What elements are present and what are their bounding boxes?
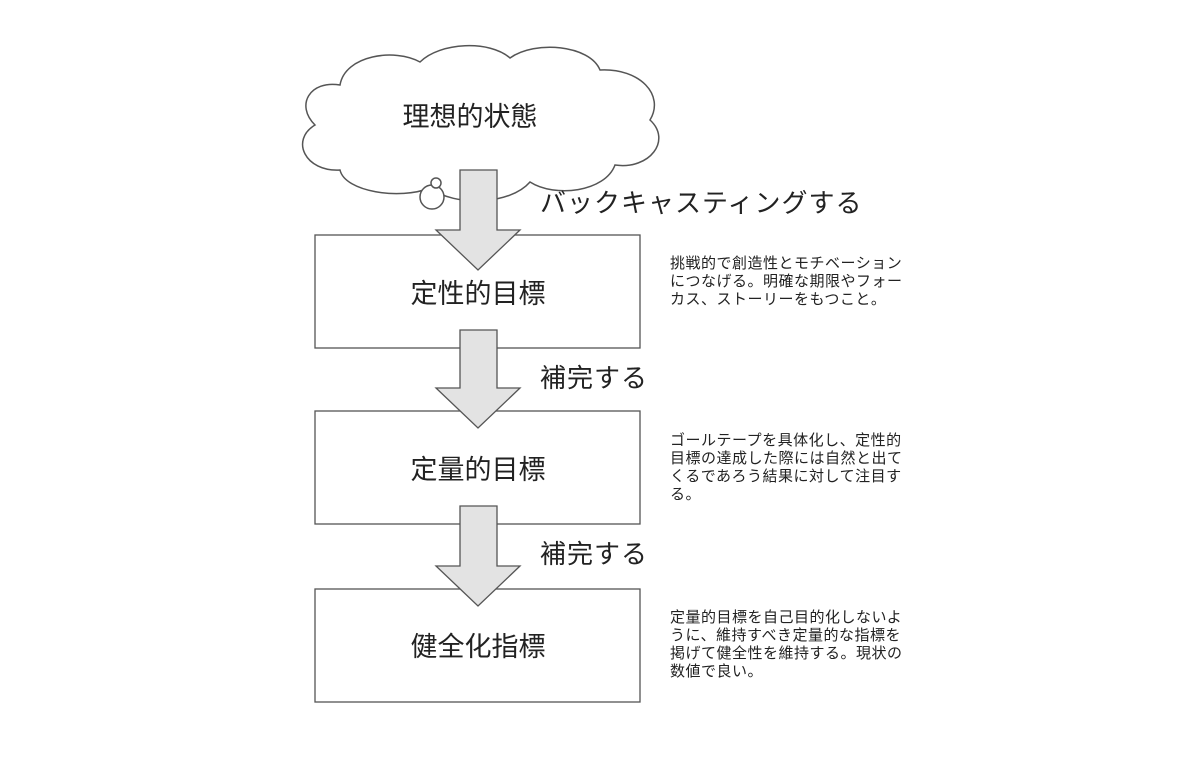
down-arrow-2 xyxy=(434,329,522,429)
description-qualitative: 挑戦的で創造性とモチベーション につなげる。明確な期限やフォー カス、ストーリー… xyxy=(670,254,903,308)
box-label-quantitative: 定量的目標 xyxy=(411,455,546,486)
down-arrow-3 xyxy=(434,505,522,607)
cloud-shape xyxy=(302,44,660,202)
connector-label-backcasting: バックキャスティングする xyxy=(540,189,862,219)
box-label-health: 健全化指標 xyxy=(411,632,546,663)
goal-box-quantitative xyxy=(314,410,641,525)
description-health: 定量的目標を自己目的化しないよ うに、維持すべき定量的な指標を 掲げて健全性を維… xyxy=(670,608,903,680)
cloud-bubble-small xyxy=(430,177,442,189)
goal-box-health xyxy=(314,588,641,703)
box-outline xyxy=(314,588,641,703)
box-label-qualitative: 定性的目標 xyxy=(411,279,546,310)
box-outline xyxy=(314,410,641,525)
connector-label-complement-2: 補完する xyxy=(540,540,648,570)
description-quantitative: ゴールテープを具体化し、定性的 目標の達成した際には自然と出て くるであろう結果… xyxy=(670,431,903,503)
connector-label-complement-1: 補完する xyxy=(540,364,648,394)
cloud-label: 理想的状態 xyxy=(403,102,538,133)
thought-cloud: 理想的状態 xyxy=(302,44,660,210)
down-arrow-1 xyxy=(434,169,522,271)
cloud-bubble-large xyxy=(419,184,445,210)
